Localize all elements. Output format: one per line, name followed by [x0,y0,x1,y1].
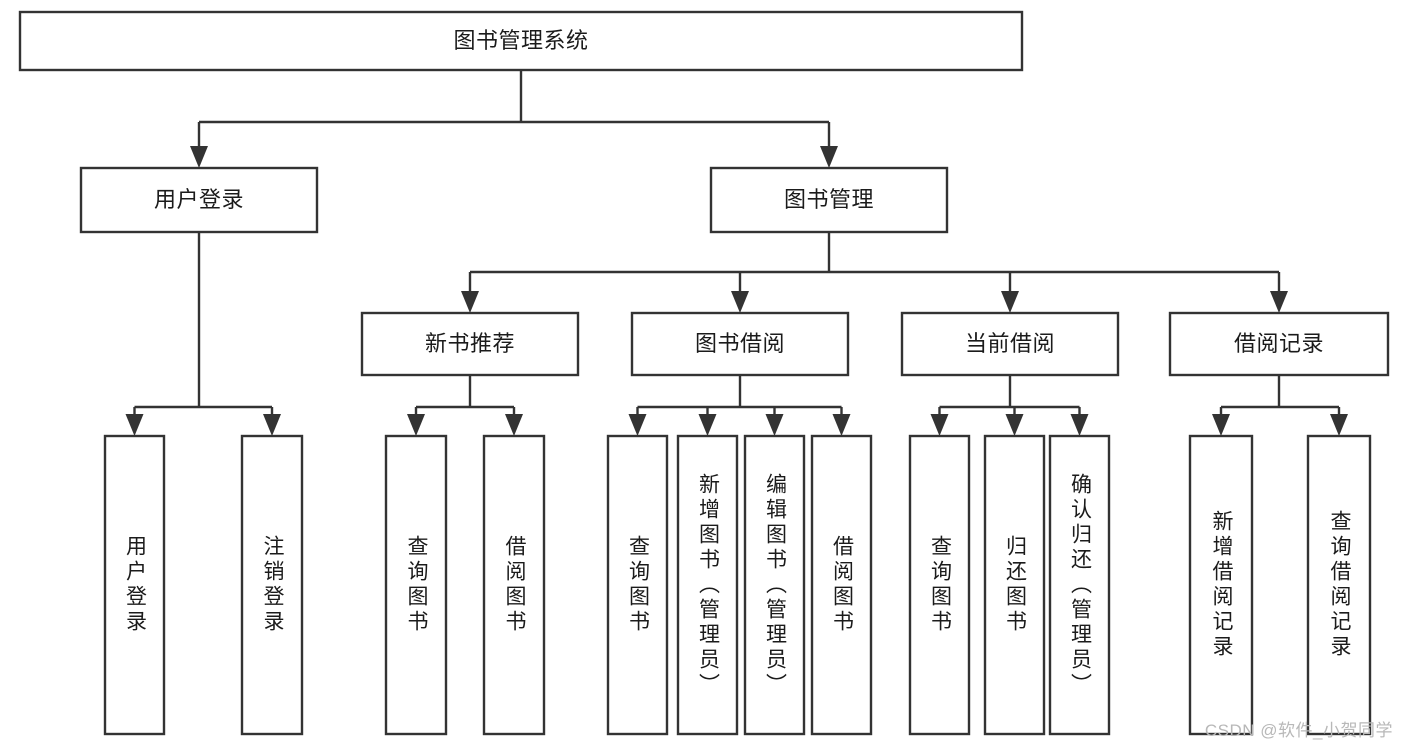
arrow-head-icon [125,414,144,436]
arrow-head-icon [930,414,949,436]
node-leaf-box-7[interactable] [810,434,873,736]
arrow-head-icon [731,291,749,313]
node-level3-box-3[interactable] [1168,311,1390,377]
arrow-head-icon [820,146,838,168]
arrow-head-icon [461,291,479,313]
node-leaf-box-1[interactable] [240,434,304,736]
arrow-head-icon [407,414,425,436]
arrow-head-icon [832,414,851,436]
node-leaf-box-9[interactable] [983,434,1046,736]
arrow-head-icon [505,414,523,436]
arrow-head-icon [765,414,784,436]
node-leaf-box-2[interactable] [384,434,448,736]
node-leaf-box-3[interactable] [482,434,546,736]
arrow-head-icon [190,146,208,168]
node-level3-box-0[interactable] [360,311,580,377]
arrow-head-icon [263,414,281,436]
arrow-head-icon [1212,414,1230,436]
watermark-text: CSDN @软件_小贺同学 [1204,721,1393,740]
arrow-head-icon [1330,414,1348,436]
node-leaf-box-0[interactable] [103,434,166,736]
arrow-head-icon [698,414,717,436]
node-level2-box-1[interactable] [709,166,949,234]
node-level3-box-2[interactable] [900,311,1120,377]
arrow-head-icon [1270,291,1288,313]
node-level2-box-0[interactable] [79,166,319,234]
box-layer [18,10,1390,736]
node-level3-box-1[interactable] [630,311,850,377]
node-root-box[interactable] [18,10,1024,72]
arrow-head-icon [1005,414,1024,436]
node-leaf-box-12[interactable] [1306,434,1372,736]
node-leaf-box-11[interactable] [1188,434,1254,736]
node-leaf-box-8[interactable] [908,434,971,736]
node-leaf-box-10[interactable] [1048,434,1111,736]
node-leaf-box-4[interactable] [606,434,669,736]
node-leaf-box-5[interactable] [676,434,739,736]
arrow-head-icon [628,414,647,436]
connector-layer [125,70,1348,436]
arrow-head-icon [1070,414,1089,436]
arrow-head-icon [1001,291,1019,313]
node-leaf-box-6[interactable] [743,434,806,736]
